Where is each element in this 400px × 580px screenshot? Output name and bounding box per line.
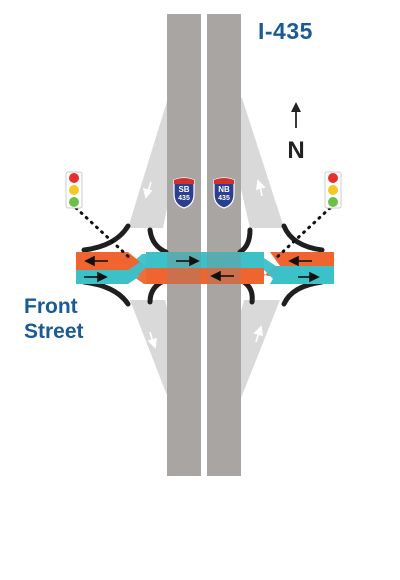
ramps [128, 98, 284, 398]
eastbound-center [146, 252, 264, 268]
traffic-signal-icon [324, 171, 342, 209]
direction-arrow-icon [253, 325, 263, 343]
north-label: N [287, 137, 304, 164]
street-label-line2: Street [24, 320, 84, 343]
north-arrow-icon: N [287, 102, 305, 164]
street-arrows [84, 255, 320, 283]
eastbound-right-cap [270, 266, 334, 284]
direction-arrow-icon [288, 255, 312, 267]
westbound-right-cap [270, 252, 334, 266]
westbound-center [146, 268, 264, 284]
direction-arrow-icon [256, 179, 266, 197]
street-label-line1: Front [24, 295, 78, 318]
direction-arrow-icon [298, 271, 320, 283]
sb-overpass [167, 252, 201, 284]
nb-shield-line1: NB [218, 185, 230, 194]
nb-overpass [207, 252, 241, 284]
street-label: Front Street [24, 294, 84, 344]
sb-shield-line1: SB [178, 185, 189, 194]
sb-shield-line2: 435 [178, 195, 190, 202]
signal-lines [74, 206, 332, 262]
eastbound-left-cap [76, 270, 140, 284]
interstate-shield-icon: SB 435 [173, 177, 195, 209]
direction-arrow-icon [84, 255, 108, 267]
nb-lanes [207, 14, 241, 476]
traffic-signal-icon [65, 171, 83, 209]
direction-arrow-icon [176, 255, 200, 267]
ramp-arrows [142, 179, 266, 349]
direction-arrow-icon [147, 331, 157, 349]
interstate-title: I-435 [258, 18, 313, 44]
sb-lanes [167, 14, 201, 476]
nb-shield-line2: 435 [218, 195, 230, 202]
interstate-shield-icon: NB 435 [213, 177, 235, 209]
direction-arrow-icon [84, 271, 108, 283]
direction-arrow-icon [142, 181, 153, 199]
direction-arrow-icon [210, 270, 234, 282]
